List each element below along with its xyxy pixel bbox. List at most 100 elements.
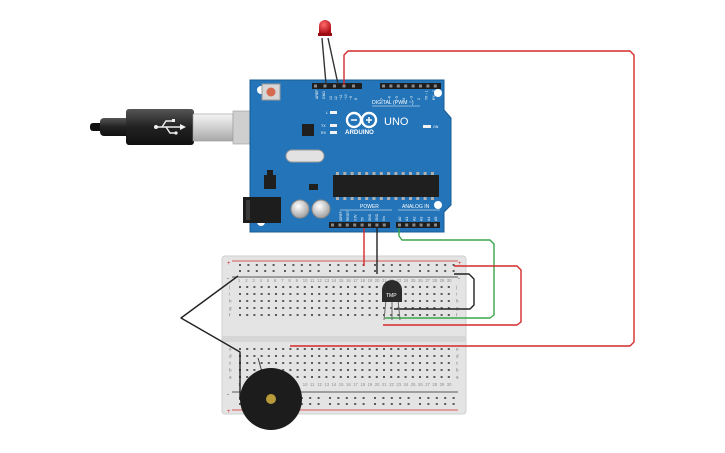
grid-hole[interactable] (282, 300, 285, 302)
grid-hole[interactable] (433, 307, 436, 309)
rail-hole[interactable] (272, 270, 275, 272)
grid-hole[interactable] (275, 300, 277, 302)
header-pin[interactable] (396, 84, 400, 88)
grid-hole[interactable] (318, 286, 321, 288)
grid-hole[interactable] (282, 355, 285, 357)
rail-hole[interactable] (427, 264, 430, 266)
grid-hole[interactable] (361, 293, 364, 295)
grid-hole[interactable] (275, 355, 277, 357)
header-pin[interactable] (382, 84, 385, 88)
grid-hole[interactable] (260, 286, 263, 288)
grid-hole[interactable] (289, 314, 292, 316)
grid-hole[interactable] (311, 355, 313, 357)
header-pin[interactable] (323, 84, 327, 88)
wire-black-buzzer[interactable] (180, 275, 241, 400)
grid-hole[interactable] (404, 348, 407, 350)
grid-hole[interactable] (239, 300, 241, 302)
grid-hole[interactable] (267, 314, 270, 316)
grid-hole[interactable] (375, 348, 378, 350)
grid-hole[interactable] (419, 369, 421, 371)
rail-hole[interactable] (399, 397, 402, 399)
grid-hole[interactable] (390, 314, 393, 316)
rail-hole[interactable] (337, 403, 340, 405)
rail-hole[interactable] (374, 403, 376, 405)
grid-hole[interactable] (354, 348, 357, 350)
grid-hole[interactable] (411, 362, 414, 364)
grid-hole[interactable] (296, 293, 299, 295)
grid-hole[interactable] (311, 362, 313, 364)
grid-hole[interactable] (253, 293, 256, 295)
grid-hole[interactable] (303, 376, 306, 378)
grid-hole[interactable] (325, 286, 328, 288)
grid-hole[interactable] (383, 376, 385, 378)
grid-hole[interactable] (246, 369, 249, 371)
rail-hole[interactable] (390, 270, 393, 272)
grid-hole[interactable] (289, 355, 292, 357)
grid-hole[interactable] (296, 376, 299, 378)
grid-hole[interactable] (296, 314, 299, 316)
grid-hole[interactable] (447, 362, 450, 364)
rail-hole[interactable] (329, 403, 331, 405)
grid-hole[interactable] (404, 286, 407, 288)
grid-hole[interactable] (325, 300, 328, 302)
rail-hole[interactable] (309, 397, 312, 399)
header-pin[interactable] (353, 223, 357, 227)
rail-hole[interactable] (419, 397, 421, 399)
grid-hole[interactable] (368, 314, 371, 316)
grid-hole[interactable] (433, 293, 436, 295)
grid-hole[interactable] (383, 348, 385, 350)
grid-hole[interactable] (404, 376, 407, 378)
grid-hole[interactable] (253, 300, 256, 302)
grid-hole[interactable] (368, 300, 371, 302)
grid-hole[interactable] (419, 293, 421, 295)
grid-hole[interactable] (375, 369, 378, 371)
grid-hole[interactable] (246, 286, 249, 288)
grid-hole[interactable] (311, 307, 313, 309)
grid-hole[interactable] (282, 307, 285, 309)
wire-black-rail-to-sensor[interactable] (394, 273, 475, 310)
rail-hole[interactable] (255, 264, 258, 266)
grid-hole[interactable] (397, 348, 400, 350)
grid-hole[interactable] (447, 293, 450, 295)
rail-hole[interactable] (337, 270, 340, 272)
rail-hole[interactable] (264, 264, 267, 266)
grid-hole[interactable] (246, 355, 249, 357)
grid-hole[interactable] (296, 362, 299, 364)
grid-hole[interactable] (289, 286, 292, 288)
grid-hole[interactable] (411, 369, 414, 371)
grid-hole[interactable] (447, 286, 450, 288)
rail-hole[interactable] (399, 270, 402, 272)
grid-hole[interactable] (368, 286, 371, 288)
grid-hole[interactable] (347, 355, 349, 357)
grid-hole[interactable] (347, 369, 349, 371)
grid-hole[interactable] (325, 376, 328, 378)
grid-hole[interactable] (390, 369, 393, 371)
grid-hole[interactable] (239, 286, 241, 288)
wire-green-a0-to-sensor[interactable] (385, 228, 495, 319)
grid-hole[interactable] (318, 307, 321, 309)
header-pin[interactable] (333, 84, 336, 88)
grid-hole[interactable] (447, 355, 450, 357)
rail-hole[interactable] (329, 397, 331, 399)
grid-hole[interactable] (253, 307, 256, 309)
grid-hole[interactable] (282, 293, 285, 295)
grid-hole[interactable] (296, 348, 299, 350)
grid-hole[interactable] (419, 314, 421, 316)
grid-hole[interactable] (275, 293, 277, 295)
rail-hole[interactable] (300, 264, 303, 266)
grid-hole[interactable] (296, 355, 299, 357)
grid-hole[interactable] (325, 293, 328, 295)
rail-hole[interactable] (444, 270, 447, 272)
grid-hole[interactable] (419, 376, 421, 378)
grid-hole[interactable] (433, 286, 436, 288)
rail-hole[interactable] (272, 264, 275, 266)
grid-hole[interactable] (332, 314, 335, 316)
grid-hole[interactable] (375, 314, 378, 316)
grid-hole[interactable] (339, 286, 342, 288)
grid-hole[interactable] (260, 348, 263, 350)
rail-hole[interactable] (317, 270, 320, 272)
grid-hole[interactable] (282, 369, 285, 371)
header-pin[interactable] (389, 84, 393, 88)
grid-hole[interactable] (347, 300, 349, 302)
header-pin[interactable] (352, 84, 355, 88)
